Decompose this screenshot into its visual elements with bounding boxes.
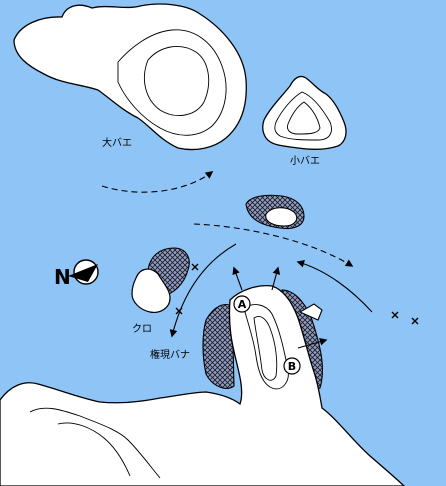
islet-kuro xyxy=(131,247,190,313)
arrow-icon xyxy=(193,223,354,267)
label-kuro: クロ xyxy=(132,323,152,335)
current-arrows xyxy=(101,171,373,349)
label-gongen-bana: 権現バナ xyxy=(150,348,190,361)
arrow-icon xyxy=(232,266,243,291)
boat-icon xyxy=(298,303,323,321)
point-a-label: A xyxy=(238,298,247,311)
x-mark-icon xyxy=(191,263,199,271)
arrow-icon xyxy=(169,243,237,338)
peninsula-gongen xyxy=(0,284,405,486)
x-mark-icon xyxy=(175,307,183,315)
arrow-icon xyxy=(296,259,373,313)
label-oobae: 大バエ xyxy=(102,136,132,149)
x-mark-icon xyxy=(391,311,399,319)
islet-center xyxy=(245,194,305,230)
reef-area xyxy=(202,303,235,389)
point-b-label: B xyxy=(288,360,296,373)
point-b-marker: B xyxy=(283,357,301,375)
point-a-marker: A xyxy=(233,295,251,313)
arrow-icon xyxy=(297,337,328,349)
compass-letter: N xyxy=(54,265,71,289)
label-kobae: 小バエ xyxy=(290,155,320,167)
x-mark-icon xyxy=(411,317,419,325)
hazard-marks xyxy=(175,263,419,325)
arrow-icon xyxy=(101,171,214,193)
arrow-icon xyxy=(271,266,281,291)
compass: N xyxy=(54,259,99,289)
island-oobae xyxy=(13,3,247,151)
island-kobae xyxy=(262,75,347,150)
